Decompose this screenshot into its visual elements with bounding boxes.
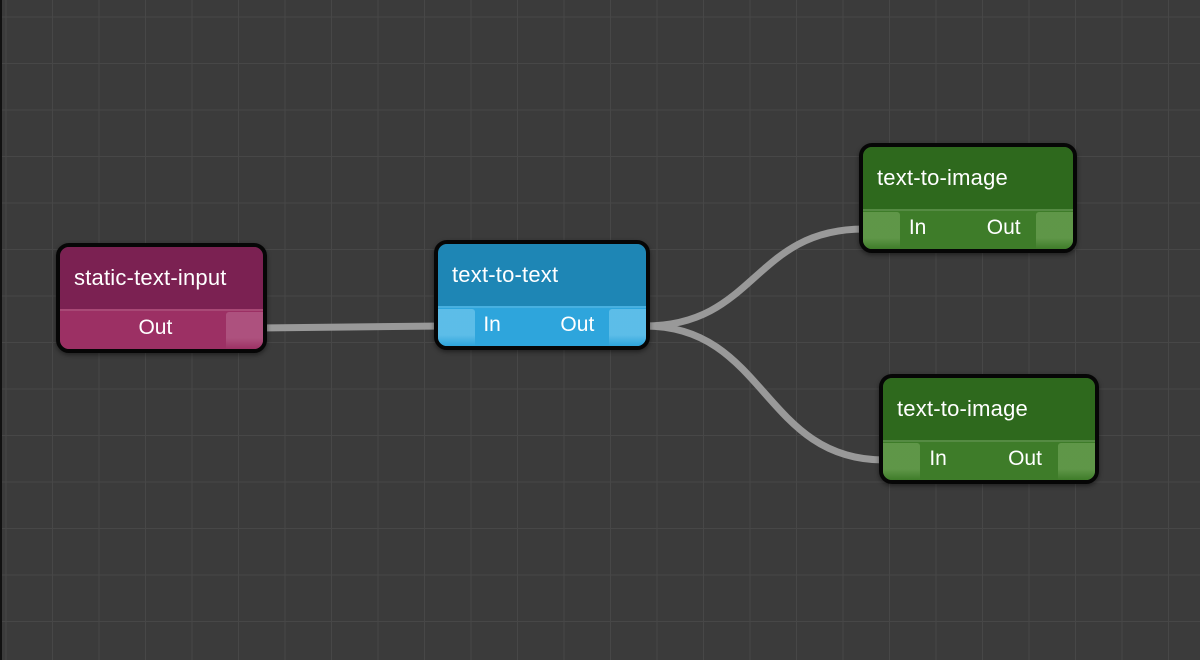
edge-static-text-to-text-to-text[interactable]: [255, 322, 447, 332]
node-title: static-text-input: [60, 247, 263, 309]
port-label-out: Out: [560, 313, 595, 337]
input-port-pad[interactable]: [438, 309, 475, 346]
port-label-out: Out: [986, 216, 1021, 240]
node-static-text-input[interactable]: static-text-input Out: [56, 243, 267, 353]
node-port-row: In Out: [863, 209, 1073, 249]
output-port-pad[interactable]: [1036, 212, 1073, 249]
output-port-pad[interactable]: [226, 312, 263, 349]
node-port-row: Out: [60, 309, 263, 349]
node-port-row: In Out: [438, 306, 646, 346]
node-text-to-text[interactable]: text-to-text In Out: [434, 240, 650, 350]
edge-text-to-text-to-image-bottom[interactable]: [641, 322, 888, 464]
port-label-out: Out: [1008, 447, 1042, 471]
port-label-out: Out: [138, 316, 173, 340]
input-port-pad[interactable]: [883, 443, 920, 480]
node-title: text-to-image: [883, 378, 1095, 440]
node-port-row: In Out: [883, 440, 1095, 480]
node-text-to-image-bottom[interactable]: text-to-image In Out: [879, 374, 1099, 484]
edge-text-to-text-to-image-top[interactable]: [641, 225, 868, 330]
port-label-in: In: [908, 216, 927, 240]
output-port-pad[interactable]: [1058, 443, 1095, 480]
input-port-pad[interactable]: [863, 212, 900, 249]
node-title: text-to-text: [438, 244, 646, 306]
port-label-in: In: [929, 447, 947, 471]
node-text-to-image-top[interactable]: text-to-image In Out: [859, 143, 1077, 253]
port-label-in: In: [483, 313, 501, 337]
output-port-pad[interactable]: [609, 309, 646, 346]
node-title: text-to-image: [863, 147, 1073, 209]
